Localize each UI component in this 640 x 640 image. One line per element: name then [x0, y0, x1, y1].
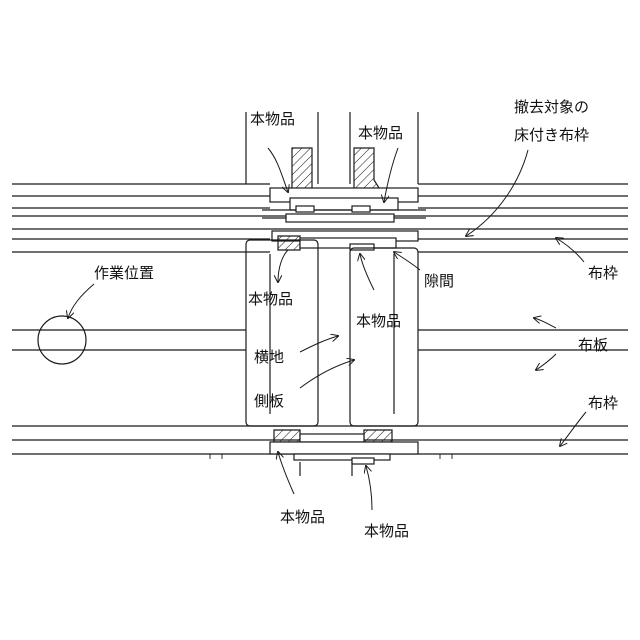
middle-plank-group — [12, 316, 628, 364]
label-honbutsu-bottom-right: 本物品 — [364, 522, 409, 540]
label-tekkyo-line2: 床付き布枠 — [514, 126, 589, 144]
label-honbutsu-top-left: 本物品 — [250, 110, 295, 128]
middle-post-right — [350, 248, 418, 426]
label-sakugyo: 作業位置 — [94, 264, 154, 282]
label-sokuban: 側板 — [254, 392, 284, 410]
work-position-circle — [38, 316, 86, 364]
label-nunowaku-upper: 布枠 — [588, 264, 618, 282]
label-honbutsu-mid-right: 本物品 — [356, 312, 401, 330]
label-sukima: 隙間 — [424, 272, 454, 290]
label-nunoita: 布板 — [578, 336, 608, 354]
label-honbutsu-top-right: 本物品 — [358, 124, 403, 142]
top-connector — [262, 188, 426, 222]
lower-connector — [270, 430, 418, 476]
label-honbutsu-mid-left: 本物品 — [248, 290, 293, 308]
label-nunowaku-lower: 布枠 — [588, 394, 618, 412]
label-tekkyo-line1: 撤去対象の — [514, 98, 589, 116]
label-yokoji: 横地 — [254, 348, 284, 366]
label-honbutsu-bottom-left: 本物品 — [280, 508, 325, 526]
